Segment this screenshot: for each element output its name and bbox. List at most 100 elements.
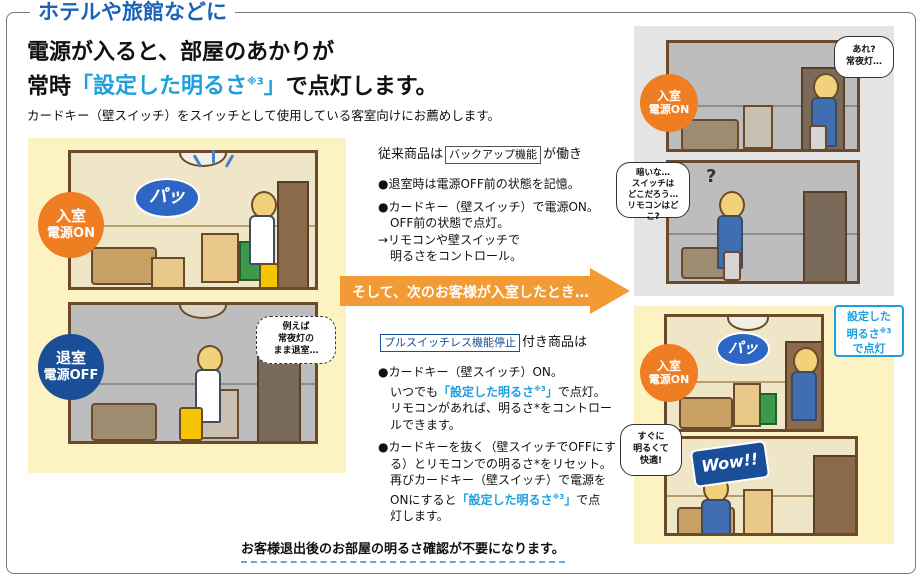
bubble-line: あれ?: [852, 45, 876, 55]
person-head: [793, 347, 819, 375]
text-part: 」: [545, 384, 558, 399]
arrow-text: そして、次のお客様が入室したとき…: [352, 285, 589, 301]
bed: [679, 397, 733, 429]
callout-set-brightness: 設定した 明るさ※3 で点灯: [834, 305, 904, 357]
person-head: [813, 73, 839, 101]
list-item: OFF前の状態で点灯。: [378, 216, 510, 230]
pa-burst: パッ: [134, 178, 200, 218]
bubble-line: 例えば: [282, 322, 310, 332]
bubble-line: 常夜灯の: [277, 334, 314, 344]
callout-sup: ※3: [879, 327, 892, 335]
headline-line1: 電源が入ると、部屋のあかりが: [27, 40, 335, 65]
bed: [91, 247, 157, 285]
conventional-post: が働き: [543, 147, 583, 162]
nightstand: [151, 257, 185, 287]
scene-leave-room: [68, 302, 318, 444]
highlight: 「設定した明るさ※3」: [457, 493, 577, 507]
sup: ※3: [552, 492, 565, 501]
ceiling-lamp: [179, 305, 227, 319]
bubble-line: リモコンはどこ?: [627, 201, 679, 222]
list-item: る）とリモコンでの明るさ*をリセット。: [378, 456, 612, 471]
badge-sub: 電源ON: [47, 226, 95, 241]
pa-burst-right: パッ: [716, 332, 770, 366]
list-item: 灯します。: [378, 509, 449, 523]
person-body: [701, 499, 731, 533]
list-item: 再びカードキー（壁スイッチ）で電源を: [378, 473, 607, 487]
text-part: ONにすると: [378, 492, 457, 507]
highlight: 「設定した明るさ※3」: [438, 385, 558, 399]
ceiling-lamp: [727, 317, 769, 331]
desk: [733, 383, 761, 427]
door: [813, 455, 855, 533]
headline-line2: 常時「設定した明るさ※3」で点灯します。: [27, 68, 438, 102]
badge-sub: 電源ON: [648, 373, 690, 386]
list-item: ●退室時は電源OFF前の状態を記憶。: [378, 177, 580, 191]
badge-enter-power-on-bright: 入室 電源ON: [640, 344, 698, 402]
text-part: で点: [576, 492, 601, 507]
scene-next-guest-enter: [666, 40, 860, 152]
bubble-line: 常夜灯…: [845, 57, 882, 67]
conventional-heading: 従来商品はバックアップ機能が働き: [378, 146, 582, 164]
text-part: 「設定した明るさ: [456, 492, 553, 507]
chair: [759, 393, 777, 425]
headline: 電源が入ると、部屋のあかりが 常時「設定した明るさ※3」で点灯します。: [27, 38, 438, 102]
speech-bubble-dark: 暗いな… スイッチは どこだろう… リモコンはどこ?: [616, 162, 690, 222]
callout-line: で点灯: [852, 341, 886, 355]
badge-enter-power-on-right: 入室 電源ON: [640, 74, 698, 132]
person-body: [195, 369, 221, 423]
wall-line: [71, 225, 315, 227]
suitcase: [179, 407, 203, 441]
speech-bubble-confused: あれ? 常夜灯…: [834, 36, 894, 78]
badge-label: 入室: [55, 207, 86, 225]
ceiling-lamp: [179, 153, 227, 167]
bubble-line: すぐに: [637, 432, 665, 442]
headline-sup: ※3: [247, 77, 264, 88]
person-body: [249, 215, 275, 265]
light-ray: [212, 150, 215, 164]
wall-line: [669, 233, 857, 235]
wall-line: [667, 381, 821, 383]
badge-label: 入室: [656, 89, 681, 103]
list-item: ルできます。: [378, 417, 461, 432]
person-head: [251, 191, 277, 219]
person-head: [197, 345, 223, 373]
callout-line: 設定した: [847, 310, 891, 323]
conventional-pre: 従来商品は: [378, 147, 444, 162]
person-body: [791, 371, 817, 421]
door: [803, 191, 847, 281]
callout-line: 明るさ※3: [836, 324, 902, 342]
wall-line: [71, 383, 315, 385]
bubble-line: まま退室…: [273, 346, 319, 356]
desk: [743, 489, 773, 533]
bubble-line: 暗いな…: [635, 168, 670, 178]
door: [277, 181, 309, 287]
callout-text: 明るさ: [846, 327, 880, 341]
sup: ※3: [534, 384, 546, 393]
suitcase: [809, 125, 827, 149]
bed: [91, 403, 157, 441]
backup-function-tag: バックアップ機能: [445, 146, 542, 164]
text-part: で点灯。: [557, 384, 606, 399]
headline-highlight: 「設定した明るさ※3」: [71, 74, 286, 99]
badge-leave-power-off: 退室 電源OFF: [38, 334, 104, 400]
scene-dark-room: [666, 160, 860, 284]
conventional-list: ●退室時は電源OFF前の状態を記憶。 ●カードキー（壁スイッチ）で電源ON。 O…: [378, 176, 599, 265]
badge-sub: 電源ON: [648, 103, 690, 116]
headline-pre: 常時: [27, 74, 72, 100]
final-note: お客様退出後のお部屋の明るさ確認が不要になります。: [241, 538, 565, 563]
desk: [743, 105, 773, 149]
headline-hl-end: 」: [263, 74, 286, 100]
text-part: いつでも: [378, 384, 439, 399]
scene-enter-room: [68, 150, 318, 290]
subtitle: カードキー（壁スイッチ）をスイッチとして使用している客室向けにお薦めします。: [27, 108, 501, 123]
bubble-line: 快適!: [639, 456, 663, 466]
transition-arrow: [340, 268, 630, 314]
list-item: ●カードキー（壁スイッチ）ON。: [378, 365, 563, 379]
content-frame: [6, 12, 916, 574]
new-product-heading: プルスイッチレス機能停止付き商品は: [378, 334, 587, 352]
bed: [681, 119, 739, 149]
headline-hl-text: 「設定した明るさ: [71, 74, 248, 100]
desk-mirror: [201, 233, 239, 283]
list-item: 明るさをコントロール。: [378, 249, 523, 263]
bubble-line: 明るくて: [633, 444, 669, 454]
